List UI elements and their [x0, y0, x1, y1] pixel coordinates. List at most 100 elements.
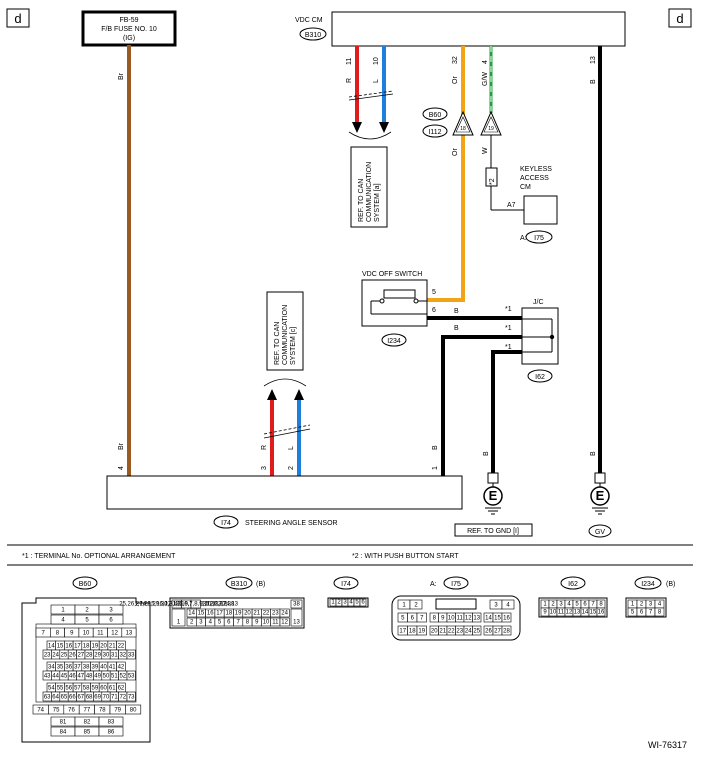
i75-ellipse: [525, 230, 553, 244]
svg-text:4: 4: [209, 620, 213, 626]
svg-text:40: 40: [100, 665, 107, 671]
svg-text:7: 7: [236, 620, 240, 626]
svg-text:22: 22: [118, 644, 125, 650]
vdc-pin-13: 13: [590, 56, 597, 64]
footer-i75-ellipse: [443, 576, 469, 590]
i75-pin-16: 16: [501, 612, 512, 623]
twist-line-a2: [348, 90, 394, 98]
b310-pin-18: 18: [223, 608, 234, 618]
svg-text:12: 12: [281, 620, 288, 626]
svg-text:2: 2: [640, 602, 644, 608]
svg-text:16: 16: [65, 644, 72, 650]
note-2: *2 : WITH PUSH BUTTON START: [352, 553, 459, 560]
b60-pin-74: 74: [32, 704, 49, 715]
b60-pin-8: 8: [49, 627, 65, 638]
svg-text:23: 23: [456, 629, 463, 635]
svg-text:18: 18: [409, 629, 416, 635]
svg-text:41: 41: [109, 665, 116, 671]
b60-pin-65: 65: [59, 691, 69, 702]
b60-pin-59: 59: [90, 682, 100, 693]
switch-contact-1: [379, 298, 385, 304]
svg-text:34: 34: [48, 665, 55, 671]
wire-b-gnd-jc: [491, 350, 522, 473]
b60-pin-48: 48: [84, 670, 94, 681]
connector-i112-pin: 19: [488, 126, 494, 132]
b60-pin-23: 23: [42, 649, 52, 660]
svg-text:28: 28: [86, 653, 93, 659]
i75-pin-13: 13: [472, 612, 482, 623]
wire-b-label-gnd: B: [483, 451, 490, 456]
connector-b60-pin: 18: [460, 126, 466, 132]
svg-text:3: 3: [109, 608, 113, 614]
vdc-cm-code: B310: [305, 32, 321, 39]
footer-b310-suffix: (B): [256, 581, 265, 588]
svg-text:86: 86: [108, 730, 115, 736]
b310-pin-14: 14: [186, 608, 197, 618]
i75-code: I75: [534, 235, 544, 242]
svg-text:31: 31: [111, 653, 118, 659]
svg-text:53: 53: [128, 674, 135, 680]
svg-text:19: 19: [418, 629, 425, 635]
note-1: *1 : TERMINAL No. OPTIONAL ARRANGEMENT: [22, 553, 176, 560]
gnd-e-circle-2: [590, 486, 610, 506]
can-c-arc: [263, 378, 307, 387]
b310-pin-2,3,4,5,6,7,8,9,10,11,12: 2,3,4,5,6,7,8,9,10,11,12: [164, 599, 228, 609]
svg-text:76: 76: [68, 708, 75, 714]
b60-pin-24: 24: [51, 649, 61, 660]
b60-pin-30: 30: [101, 649, 111, 660]
svg-text:21: 21: [109, 644, 116, 650]
b60-pin-35: 35: [55, 661, 65, 672]
b60-pin-14: 14: [46, 640, 56, 651]
i74-pin-6: 6: [359, 598, 367, 607]
b310-pin-19: 19: [233, 608, 244, 618]
svg-text:57: 57: [74, 686, 81, 692]
i234-pin-3: 3: [645, 599, 656, 609]
i75-pin-23: 23: [455, 625, 465, 636]
b60-pin-69: 69: [93, 691, 103, 702]
i75-pin-7: 7: [416, 612, 427, 623]
wire-b-label-gv: B: [590, 451, 597, 456]
svg-text:6: 6: [109, 618, 113, 624]
b60-pin-31: 31: [109, 649, 119, 660]
can-a-arc: [348, 131, 392, 140]
svg-text:6: 6: [361, 600, 365, 606]
footer-i74-ellipse: [333, 576, 359, 590]
svg-text:1: 1: [402, 603, 406, 609]
b60-pin-9: 9: [64, 627, 80, 638]
svg-text:4: 4: [567, 602, 571, 608]
i112-ellipse: [422, 124, 448, 138]
vdc-cm-box: [331, 11, 626, 47]
b310-pin-8: 8: [242, 617, 253, 627]
svg-text:10: 10: [83, 631, 90, 637]
svg-text:15: 15: [57, 644, 64, 650]
svg-text:80: 80: [130, 708, 137, 714]
sensor-pin-1: 1: [432, 466, 439, 470]
b60-pin-44: 44: [51, 670, 61, 681]
svg-text:10: 10: [448, 616, 455, 622]
svg-text:3: 3: [494, 603, 498, 609]
svg-text:13: 13: [473, 616, 480, 622]
svg-text:79: 79: [114, 708, 121, 714]
svg-text:22: 22: [263, 611, 270, 617]
i75-pin-18: 18: [407, 625, 418, 636]
svg-text:1: 1: [331, 600, 335, 606]
i75-pin-9: 9: [438, 612, 448, 623]
i62-pin-9: 9: [540, 607, 550, 617]
b60-pin-2: 2: [74, 604, 100, 615]
ref-can-a-1: REF. TO CAN: [358, 179, 365, 222]
b60-pin-7: 7: [35, 627, 51, 638]
b60-pin-50: 50: [101, 670, 111, 681]
i75-pin-25: 25: [472, 625, 482, 636]
b60-pin-79: 79: [109, 704, 126, 715]
svg-text:23: 23: [272, 611, 279, 617]
i75-pin-28: 28: [501, 625, 512, 636]
b60-pin-41: 41: [107, 661, 117, 672]
b310-pin-2: 2: [186, 617, 197, 627]
i75-pin-1: 1: [397, 599, 411, 610]
b310-pin-7: 7: [233, 617, 244, 627]
b60-pin-28: 28: [84, 649, 94, 660]
b60-pin-75: 75: [48, 704, 65, 715]
svg-text:85: 85: [84, 730, 91, 736]
i234-pin-7: 7: [645, 607, 656, 617]
